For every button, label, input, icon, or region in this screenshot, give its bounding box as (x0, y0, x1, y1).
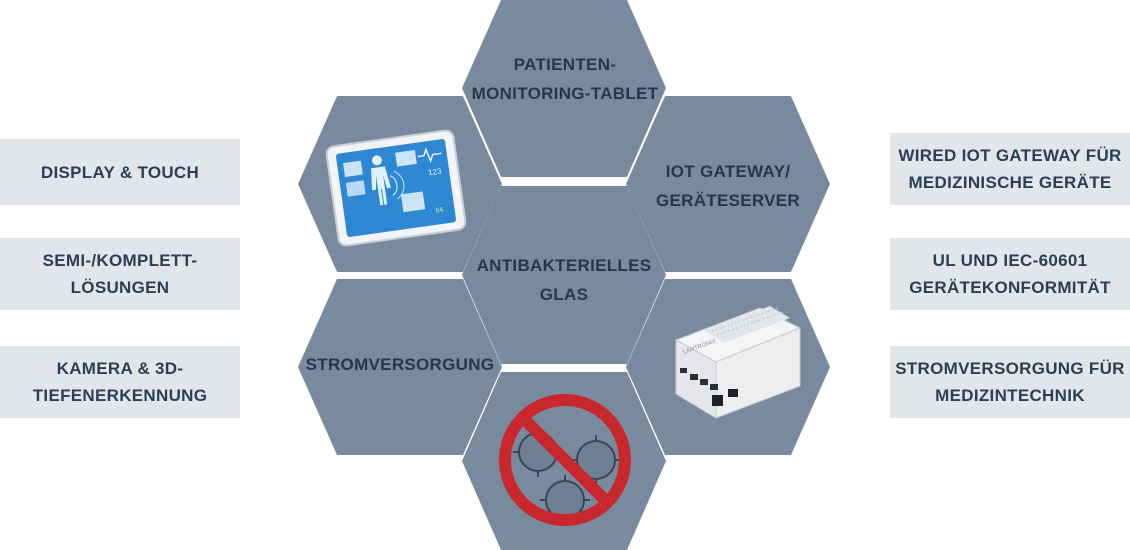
right-box-iec-60601: UL UND IEC-60601 GERÄTEKONFORMITÄT (890, 238, 1130, 310)
left-box-label-line1: SEMI-/KOMPLETT- (42, 251, 198, 270)
left-box-display-touch: DISPLAY & TOUCH (0, 139, 240, 205)
right-box-label-line1: WIRED IOT GATEWAY FÜR (898, 146, 1122, 165)
left-box-label-line2: LÖSUNGEN (70, 278, 170, 297)
left-box-label-line1: KAMERA & 3D- (56, 359, 184, 378)
hex-upper-right-label-line2: GERÄTESERVER (656, 191, 800, 210)
right-box-stromversorgung: STROMVERSORGUNG FÜR MEDIZINTECHNIK (890, 346, 1130, 418)
left-box-semi-komplett: SEMI-/KOMPLETT- LÖSUNGEN (0, 238, 240, 310)
left-box-kamera: KAMERA & 3D- TIEFENERKENNUNG (0, 346, 240, 418)
hex-top (462, 0, 666, 177)
hex-center-label-line2: GLAS (540, 285, 588, 304)
hex-upper-right-label-line1: IOT GATEWAY/ (666, 162, 791, 181)
right-box-label-line2: GERÄTEKONFORMITÄT (909, 278, 1111, 297)
hex-center-label-line1: ANTIBAKTERIELLES (477, 256, 652, 275)
hex-lower-left-label: STROMVERSORGUNG (306, 355, 495, 374)
right-box-iot-gateway: WIRED IOT GATEWAY FÜR MEDIZINISCHE GERÄT… (890, 133, 1130, 205)
right-box-label-line1: UL UND IEC-60601 (932, 251, 1088, 270)
left-box-label-line2: TIEFENERKENNUNG (32, 386, 208, 405)
hex-top-label-line1: PATIENTEN- (514, 55, 616, 74)
iot-gateway-device-icon: LANTRONIX (674, 306, 802, 419)
medical-tablet-icon: 123 64 (325, 129, 467, 247)
hex-top-label-line2: MONITORING-TABLET (472, 84, 659, 103)
no-virus-icon (499, 394, 631, 526)
hex-upper-right (626, 96, 830, 272)
hex-center (462, 186, 666, 364)
svg-text:64: 64 (435, 207, 444, 215)
svg-text:123: 123 (428, 166, 443, 177)
hex-lower-left (298, 279, 502, 455)
right-box-label-line1: STROMVERSORGUNG FÜR (895, 359, 1125, 378)
right-box-label-line2: MEDIZINISCHE GERÄTE (908, 173, 1112, 192)
right-box-label-line2: MEDIZINTECHNIK (935, 386, 1085, 405)
left-box-label: DISPLAY & TOUCH (40, 162, 200, 182)
